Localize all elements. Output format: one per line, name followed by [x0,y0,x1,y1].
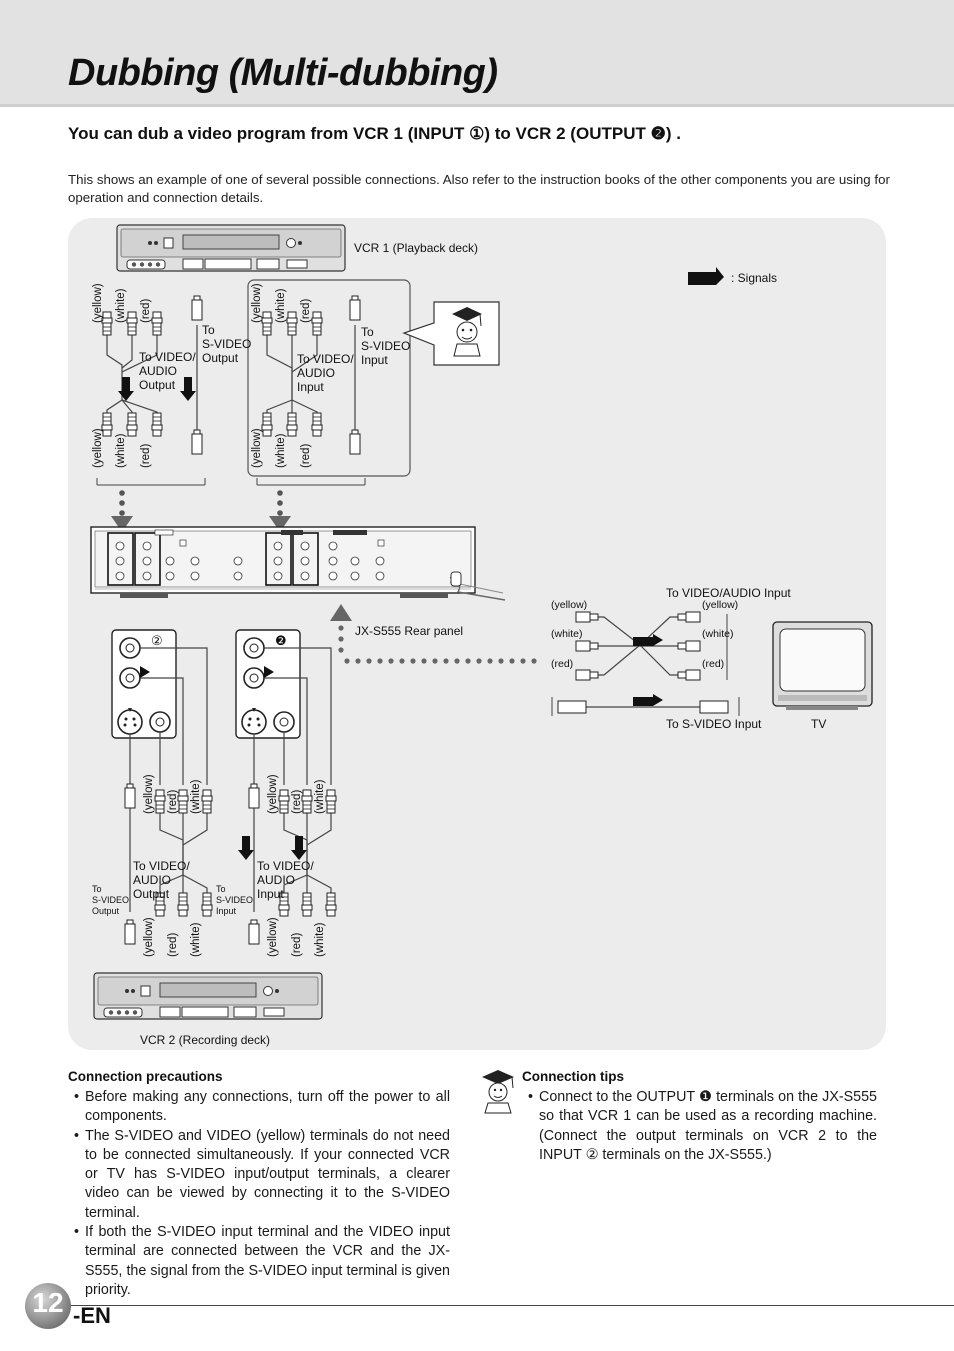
footer-rule [70,1305,954,1306]
rear-panel [90,526,506,601]
precaution-item: Before making any connections, turn off … [68,1088,450,1127]
signal-arrow-down-right-icon [269,516,291,532]
bl-video-audio-label: To VIDEO/ AUDIO Output [133,859,190,901]
tl-top-color-2: (white) [115,288,127,323]
tl-bottom-color-2: (white) [115,433,127,468]
tips-list: Connect to the OUTPUT ❶ terminals on the… [522,1088,877,1165]
tl-video-audio-label: To VIDEO/ AUDIO Output [139,350,196,392]
tl-top-color-1: (yellow) [92,283,104,323]
tr-bottom-color-3: (red) [300,443,312,468]
precautions-list: Before making any connections, turn off … [68,1088,450,1300]
br-bottom-color-3: (white) [314,922,326,957]
tv-label: TV [811,717,827,731]
vcr1-deck [116,224,346,272]
bl-bottom-color-3: (white) [190,922,202,957]
top-right-cables [266,325,356,430]
rear-panel-label: JX-S555 Rear panel [355,624,464,638]
bl-bottom-color-2: (red) [167,932,179,957]
tv-right-color-3: (red) [702,658,725,670]
tips-heading: Connection tips [522,1069,624,1084]
header-band [0,0,954,107]
professor-icon [482,1070,514,1114]
precaution-item: The S-VIDEO and VIDEO (yellow) terminals… [68,1127,450,1223]
bl-top-color-2: (red) [167,789,179,814]
br-svideo-label: To S-VIDEO Input [216,884,254,916]
tv-cables [586,616,700,708]
br-top-color-2: (red) [291,789,303,814]
br-top-color-3: (white) [314,779,326,814]
tv-right-color-2: (white) [702,628,734,640]
page-language-suffix: -EN [73,1303,111,1328]
br-video-audio-label: To VIDEO/ AUDIO Input [257,859,314,901]
page-number-badge [25,1283,71,1329]
tv-left-color-3: (red) [551,658,574,670]
br-bottom-color-2: (red) [291,932,303,957]
vcr2-label: VCR 2 (Recording deck) [140,1033,271,1047]
tr-top-color-2: (white) [275,288,287,323]
tr-top-color-3: (red) [300,298,312,323]
br-top-color-1: (yellow) [267,774,279,814]
tv-right-color-1: (yellow) [702,599,739,611]
bl-svideo-label: To S-VIDEO Output [92,884,130,916]
tv-svideo-label: To S-VIDEO Input [666,717,762,731]
tr-svideo-label: To S-VIDEO Input [361,325,411,367]
signal-arrow-up-icon [330,604,352,621]
signals-label: : Signals [731,271,778,285]
br-bottom-color-1: (yellow) [267,917,279,957]
tl-top-color-3: (red) [140,298,152,323]
tl-svideo-label: To S-VIDEO Output [202,323,252,365]
tl-bottom-color-3: (red) [140,443,152,468]
tr-top-color-1: (yellow) [251,283,263,323]
tv-left-color-2: (white) [551,628,583,640]
tr-bottom-color-2: (white) [275,433,287,468]
page-title: Dubbing (Multi-dubbing) [68,52,498,94]
dot-link-right [277,490,283,516]
tv-icon [772,621,873,710]
signal-arrow-down-left-icon [111,516,133,532]
dot-link-tv [338,625,537,664]
bl-top-color-1: (yellow) [143,774,155,814]
input-jack-mark: ② [151,633,163,648]
input-jack-closeup [111,629,177,739]
dot-link-left [119,490,125,516]
signals-arrow-icon [688,267,724,285]
tr-video-audio-label: To VIDEO/ AUDIO Input [297,352,354,394]
bl-bottom-color-1: (yellow) [143,917,155,957]
tl-bottom-color-1: (yellow) [92,428,104,468]
intro-text: This shows an example of one of several … [68,172,890,205]
professor-tip-icon [402,301,500,366]
tv-plugs [557,611,729,714]
vcr1-label: VCR 1 (Playback deck) [354,241,479,255]
page-subtitle: You can dub a video program from VCR 1 (… [68,124,681,143]
top-right-box [247,279,411,477]
vcr2-deck [93,972,323,1020]
tv-av-label: To VIDEO/AUDIO Input [666,586,791,600]
bl-top-color-3: (white) [190,779,202,814]
page-number: 12 [32,1287,64,1318]
precaution-item: If both the S-VIDEO input terminal and t… [68,1223,450,1300]
output-jack-closeup [235,629,301,739]
tip-item: Connect to the OUTPUT ❶ terminals on the… [522,1088,877,1165]
tv-left-color-1: (yellow) [551,599,588,611]
tr-bottom-color-1: (yellow) [251,428,263,468]
precautions-heading: Connection precautions [68,1069,223,1084]
output-jack-mark: ❷ [275,633,287,648]
